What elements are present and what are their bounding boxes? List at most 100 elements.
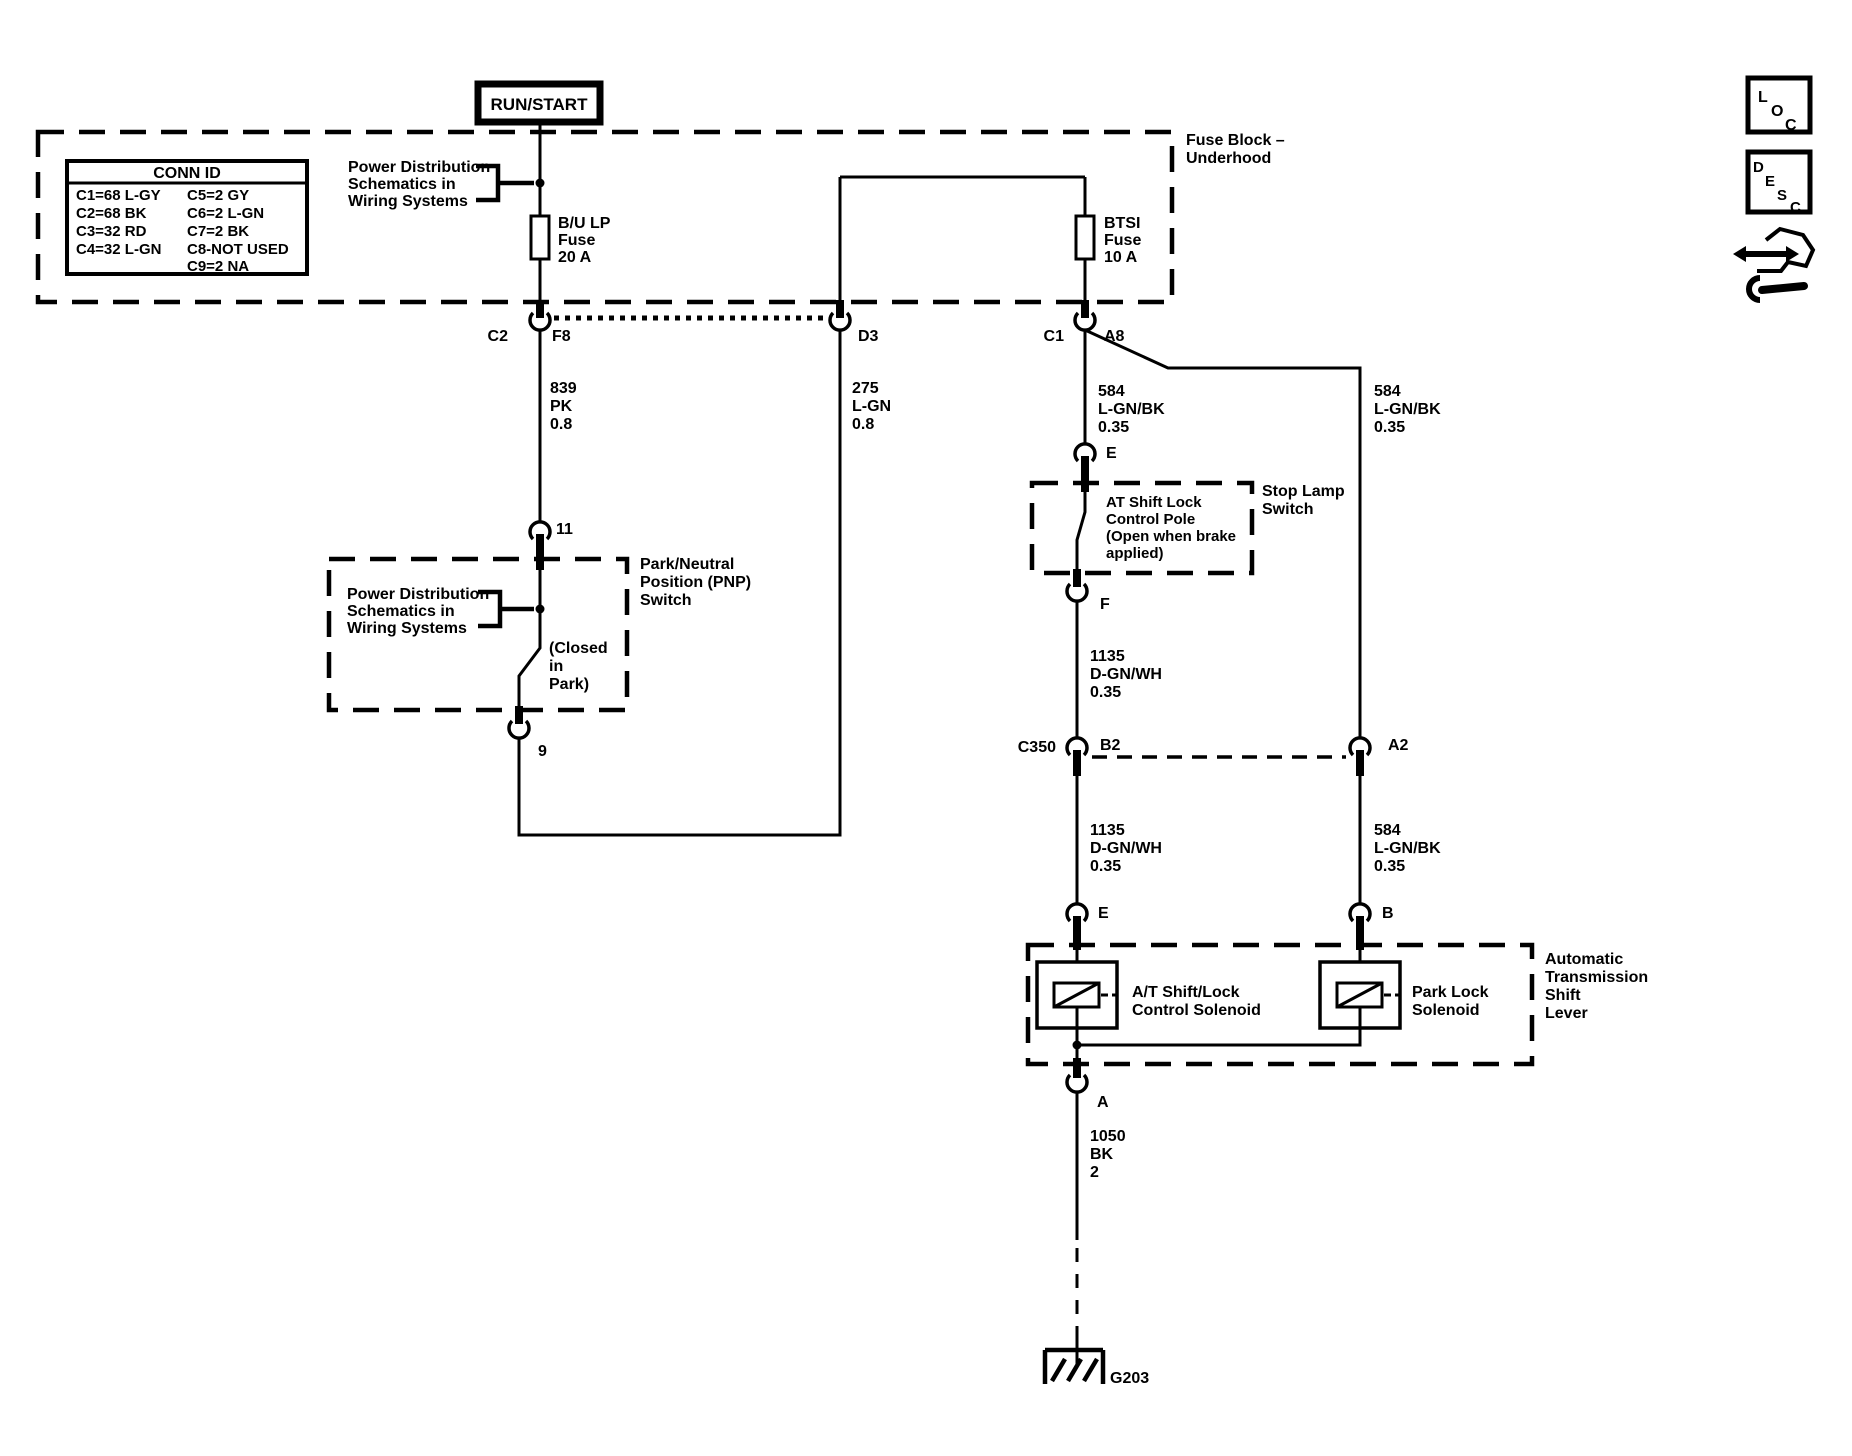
callout-text: Wiring Systems: [347, 620, 467, 637]
conn-id-row: C1=68 L-GY: [76, 187, 161, 204]
callout-text: Schematics in: [348, 176, 456, 193]
callout-text: Power Distribution: [348, 159, 490, 176]
wire-584-main: 584 L-GN/BK 0.35: [1083, 330, 1165, 444]
loc-icon[interactable]: [1745, 75, 1813, 135]
connector-label-c350: C350: [1018, 739, 1056, 756]
desc-letter: C: [1790, 199, 1801, 216]
connector-label-f: F: [1100, 596, 1110, 613]
connector-label-a: A: [1097, 1094, 1109, 1111]
power-dist-callout-top: Power Distribution Schematics in Wiring …: [348, 159, 545, 210]
wire-label: 584: [1098, 383, 1125, 400]
switch-pole: [517, 570, 542, 710]
fuse-label: Fuse: [1104, 232, 1141, 249]
ground-hatch: [1050, 1357, 1067, 1383]
pnp-switch-outline: [326, 556, 630, 713]
connector-label-b2: B2: [1100, 737, 1121, 754]
wire-segment: [517, 330, 842, 837]
pnp-state: Park): [549, 676, 589, 693]
run-start-label: RUN/START: [491, 95, 589, 114]
desc-icon[interactable]: [1745, 149, 1813, 215]
conn-id-row: C8-NOT USED: [187, 241, 289, 258]
connector-outline-icon: [1757, 226, 1816, 273]
conn-id-row: C2=68 BK: [76, 205, 147, 222]
wire-label: 1135: [1090, 822, 1125, 839]
pnp-title: Switch: [640, 592, 692, 609]
wrench-icon-head: [1746, 275, 1761, 303]
repair-wiring-button[interactable]: [1733, 226, 1816, 303]
stop-lamp-title: Stop Lamp: [1262, 483, 1345, 500]
connector-row: C2 F8 D3 C1 A8: [488, 300, 1125, 345]
stop-lamp-pole-text: AT Shift Lock: [1106, 494, 1202, 511]
fuse-block-title: Underhood: [1186, 150, 1271, 167]
conn-id-border: [65, 159, 309, 276]
wire-segment: [1084, 328, 1362, 738]
ground-hatch: [1082, 1357, 1099, 1383]
conn-id-row: C7=2 BK: [187, 223, 249, 240]
wire-label: 584: [1374, 383, 1401, 400]
wire-label: 0.8: [550, 416, 572, 433]
wire-1135-lower: 1135 D-GN/WH 0.35: [1075, 776, 1162, 904]
solenoid-label: A/T Shift/Lock: [1132, 984, 1240, 1001]
stop-lamp-pole-text: applied): [1106, 545, 1164, 562]
wire-label: L-GN/BK: [1374, 401, 1441, 418]
connector-cup: [1348, 902, 1372, 923]
wire-label: BK: [1090, 1146, 1114, 1163]
conn-id-table: CONN ID C1=68 L-GY C2=68 BK C3=32 RD C4=…: [65, 159, 309, 276]
wire-label: 2: [1090, 1164, 1099, 1181]
fuse-symbol: [1074, 214, 1096, 261]
wire-label: 0.35: [1090, 684, 1121, 701]
connector-cup: [1065, 736, 1089, 757]
c350-connector: C350 B2 A2: [1018, 736, 1409, 776]
shift-lever-title: Transmission: [1545, 969, 1648, 986]
wire-label: L-GN: [852, 398, 891, 415]
connector-label-11: 11: [556, 521, 573, 538]
bulp-fuse: B/U LP Fuse 20 A: [529, 214, 611, 302]
wrench-icon-handle: [1758, 282, 1808, 294]
fuse-block-title: Fuse Block –: [1186, 132, 1285, 149]
connector-label-c2: C2: [488, 328, 509, 345]
wire-label: 0.35: [1374, 858, 1405, 875]
desc-letter: E: [1765, 173, 1775, 190]
at-shift-lock-solenoid: A/T Shift/Lock Control Solenoid: [1035, 950, 1261, 1062]
connector-label-9: 9: [538, 743, 547, 760]
connector-cup: [528, 520, 552, 541]
desc-button[interactable]: D E S C: [1745, 149, 1813, 216]
wire-584-lower: 584 L-GN/BK 0.35: [1358, 776, 1441, 904]
shift-lever-title: Automatic: [1545, 951, 1623, 968]
pnp-switch: 11 Park/Neutral Position (PNP) Switch Po…: [326, 520, 751, 760]
wire-584-branch: 584 L-GN/BK 0.35: [1084, 328, 1441, 738]
switch-pole: [1075, 492, 1087, 573]
loc-letter: L: [1758, 89, 1768, 106]
wire-label: D-GN/WH: [1090, 840, 1162, 857]
btsi-fuse: BTSI Fuse 10 A: [1074, 177, 1141, 302]
fuse-label: B/U LP: [558, 215, 611, 232]
wire-label: 0.35: [1098, 419, 1129, 436]
loc-letter: O: [1771, 103, 1783, 120]
connector-cup: [1065, 902, 1089, 923]
connector-cup: [1073, 442, 1097, 463]
junction-dot: [1072, 1040, 1082, 1050]
solenoid-label: Control Solenoid: [1132, 1002, 1261, 1019]
fuse-label: 20 A: [558, 249, 592, 266]
shift-lever-assembly: E B Automatic Transmission Shift Lever A…: [1025, 902, 1648, 1111]
connector-label-e: E: [1106, 445, 1117, 462]
run-start-box: RUN/START: [474, 80, 604, 126]
connector-label-a2: A2: [1388, 737, 1409, 754]
wire-label: L-GN/BK: [1374, 840, 1441, 857]
arrowhead-right: [1786, 246, 1799, 262]
pnp-title: Position (PNP): [640, 574, 751, 591]
wire-label: 0.35: [1090, 858, 1121, 875]
desc-letter: S: [1777, 187, 1787, 204]
solenoid-label: Solenoid: [1412, 1002, 1480, 1019]
ground-g203: G203: [1042, 1347, 1149, 1387]
wire-label: 0.8: [852, 416, 874, 433]
solenoid-label: Park Lock: [1412, 984, 1489, 1001]
fuse-label: Fuse: [558, 232, 595, 249]
loc-button[interactable]: L O C: [1745, 75, 1813, 135]
shift-lever-title: Shift: [1545, 987, 1581, 1004]
pnp-state: in: [549, 658, 563, 675]
junction-dot: [535, 178, 545, 188]
connector-label-b: B: [1382, 905, 1394, 922]
park-lock-solenoid: Park Lock Solenoid: [1077, 950, 1489, 1047]
